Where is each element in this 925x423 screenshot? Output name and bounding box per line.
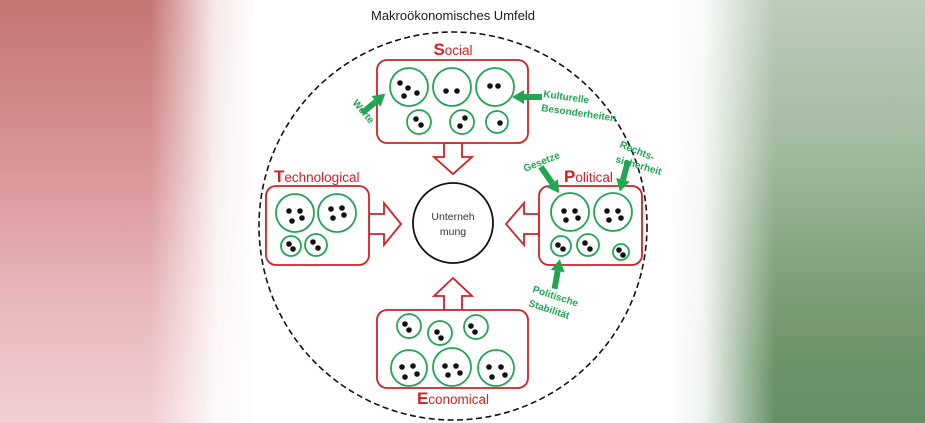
economical-influence-arrow — [431, 276, 475, 311]
technological-element — [317, 193, 357, 233]
social-element — [449, 109, 475, 135]
political-element — [576, 233, 600, 257]
technological-element — [280, 235, 302, 257]
kulturelle-label-line2: Besonderheiten — [541, 103, 617, 124]
environment-boundary — [258, 31, 648, 421]
economical-element — [427, 320, 453, 346]
social-element — [406, 109, 432, 135]
political-label: Political — [564, 167, 613, 186]
economical-factor: Economical — [376, 309, 529, 408]
economical-label: Economical — [417, 389, 489, 408]
technological-element — [275, 193, 315, 233]
company-node: Unterneh mung — [412, 182, 494, 264]
technological-element — [304, 233, 328, 257]
technological-label: Technological — [274, 167, 359, 186]
politische-stabilitaet-arrow-icon — [550, 259, 565, 290]
political-element — [612, 243, 630, 261]
political-element — [550, 235, 572, 257]
kulturelle-arrow-icon — [512, 90, 542, 104]
social-element — [389, 67, 429, 107]
social-element — [432, 67, 472, 107]
background-left-blur — [0, 0, 260, 423]
company-label-line2: mung — [440, 226, 466, 238]
political-element — [593, 192, 633, 232]
economical-element — [396, 313, 422, 339]
political-influence-arrow — [504, 200, 540, 248]
economical-element — [432, 347, 472, 387]
economical-element — [477, 349, 515, 387]
diagram-title: Makroökonomisches Umfeld — [371, 8, 535, 23]
social-element — [475, 67, 515, 107]
technological-factor: Technological — [265, 167, 370, 266]
political-factor: Political — [538, 167, 643, 266]
social-element — [485, 110, 509, 134]
background-right-blur — [665, 0, 925, 423]
company-label-line1: Unterneh — [431, 211, 474, 223]
economical-element — [390, 349, 428, 387]
gesetze-arrow-icon — [538, 165, 560, 194]
social-label: Social — [433, 40, 472, 59]
economical-element — [463, 314, 489, 340]
werte-arrow-icon — [360, 93, 386, 116]
political-element — [550, 192, 590, 232]
rechtssicherheit-arrow-icon — [616, 159, 632, 192]
company-circle — [412, 182, 494, 264]
technological-influence-arrow — [368, 200, 403, 248]
social-influence-arrow — [431, 142, 475, 176]
social-factor: Social — [376, 40, 529, 144]
